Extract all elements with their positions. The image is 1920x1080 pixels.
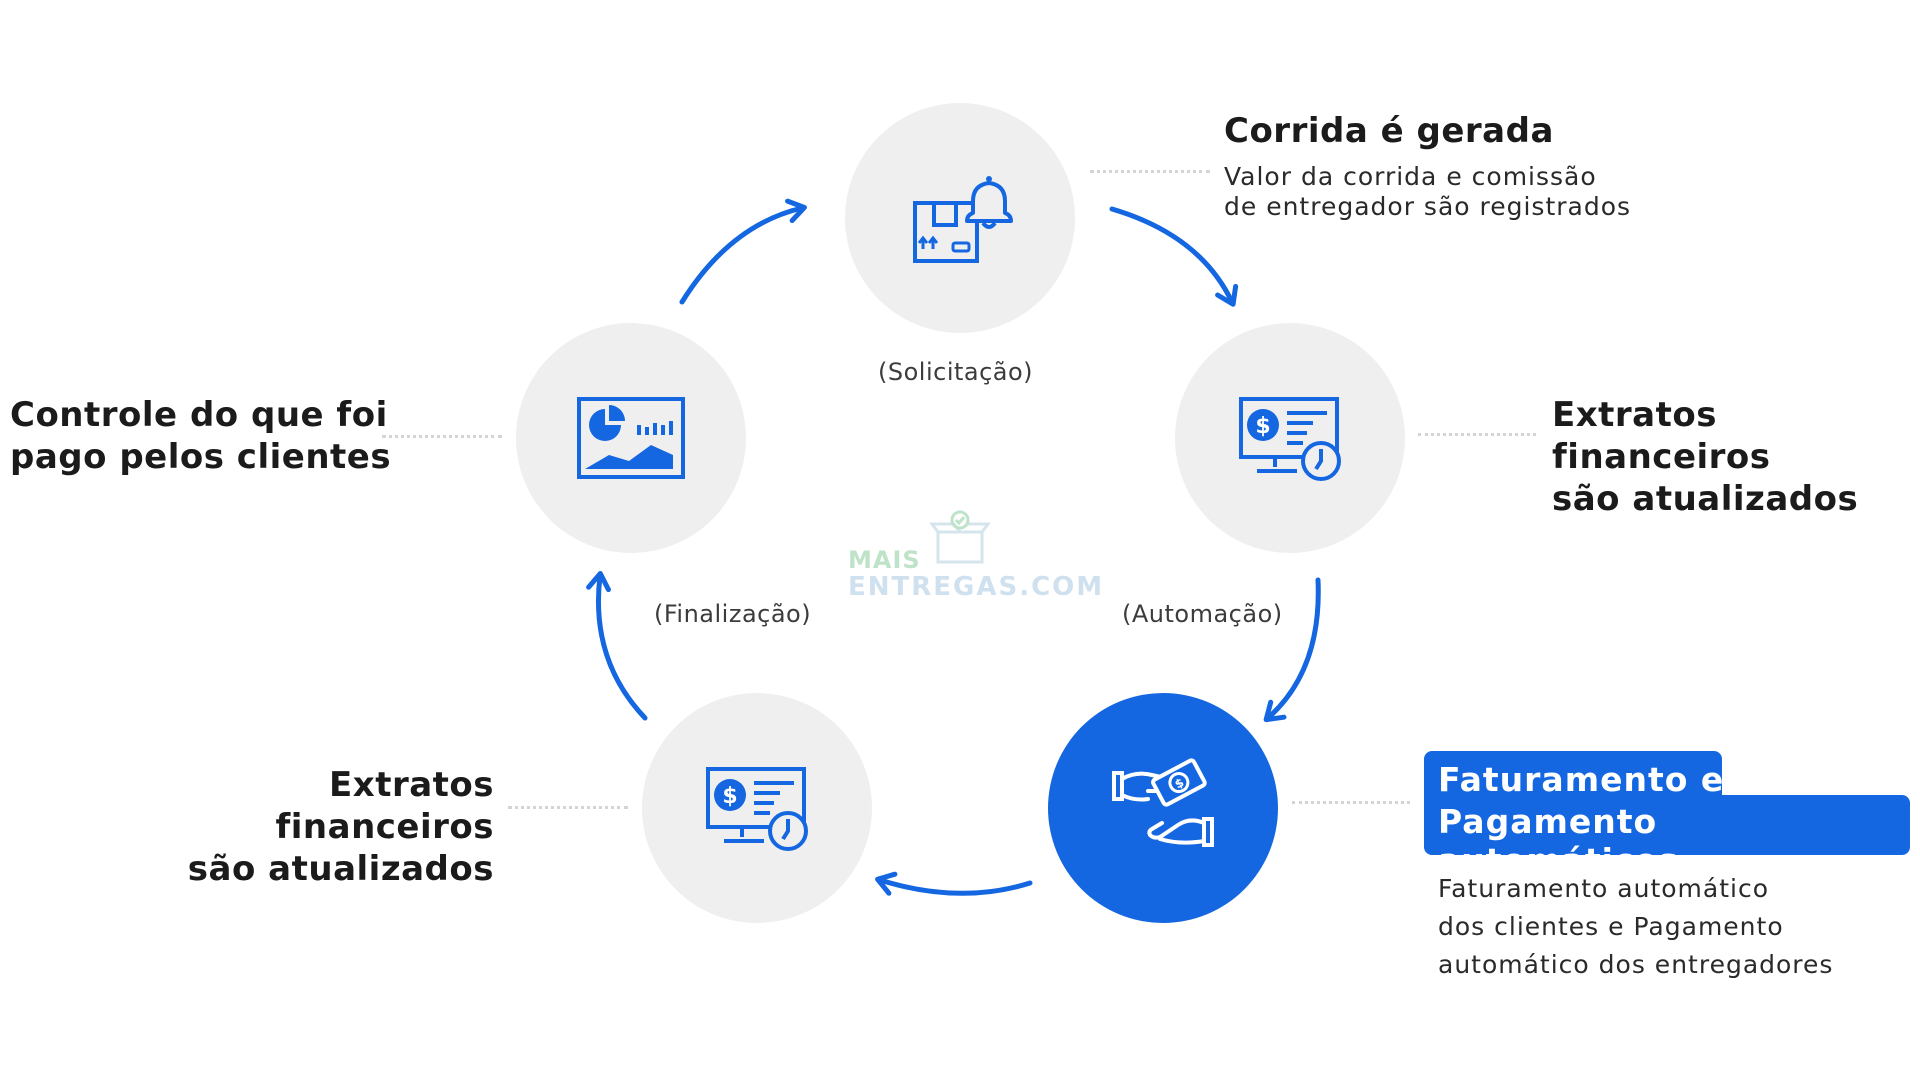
step-top-description: Valor da corrida e comissão de entregado…: [1224, 162, 1632, 221]
arrow-top-to-right: [1109, 206, 1239, 307]
hands-money-icon: $: [1112, 758, 1214, 847]
phase-solicitacao: (Solicitação): [878, 358, 1034, 386]
phase-automacao: (Automação): [1122, 600, 1283, 628]
connector-bottom-right: [1292, 801, 1410, 804]
step-bottom-right-title-line2: Pagamento automáticos: [1438, 802, 1679, 880]
arrow-bottom-left-to-left: [586, 571, 648, 721]
arrow-left-to-top: [679, 198, 807, 305]
step-right-title: Extratos financeiros são atualizados: [1552, 395, 1859, 519]
step-bottom-right-title: Faturamento e Pagamento automáticos: [1424, 751, 1910, 880]
step-circle-bottom-left: $: [642, 693, 872, 923]
connector-left: [382, 435, 502, 438]
phase-finalizacao: (Finalização): [654, 600, 812, 628]
box-bell-icon: [913, 176, 1013, 263]
step-bottom-right-title-line1: Faturamento e: [1438, 760, 1725, 799]
step-circle-right: $: [1175, 323, 1405, 553]
step-top-title: Corrida é gerada: [1224, 111, 1554, 151]
step-bottom-right-description: Faturamento automático dos clientes e Pa…: [1438, 874, 1834, 979]
connector-bottom-left: [508, 806, 628, 809]
dashboard-chart-icon: [577, 397, 685, 479]
monitor-dollar-clock-icon: $: [706, 767, 808, 851]
svg-text:$: $: [1255, 414, 1270, 439]
step-left-title: Controle do que foi pago pelos clientes: [10, 395, 392, 477]
step-bottom-left-title: Extratos financeiros são atualizados: [187, 765, 494, 889]
step-circle-left: [516, 323, 746, 553]
arrow-right-to-bottom-right: [1263, 577, 1321, 723]
box-check-icon: [930, 510, 990, 564]
connector-top: [1090, 170, 1210, 173]
connector-right: [1418, 433, 1536, 436]
arrow-bottom-right-to-bottom-left: [875, 871, 1033, 896]
svg-text:$: $: [722, 784, 737, 809]
watermark-logo: MAIS ENTREGAS.COM: [848, 510, 1102, 610]
monitor-dollar-clock-icon: $: [1239, 397, 1341, 481]
step-circle-top: [845, 103, 1075, 333]
step-circle-bottom-right: $: [1048, 693, 1278, 923]
